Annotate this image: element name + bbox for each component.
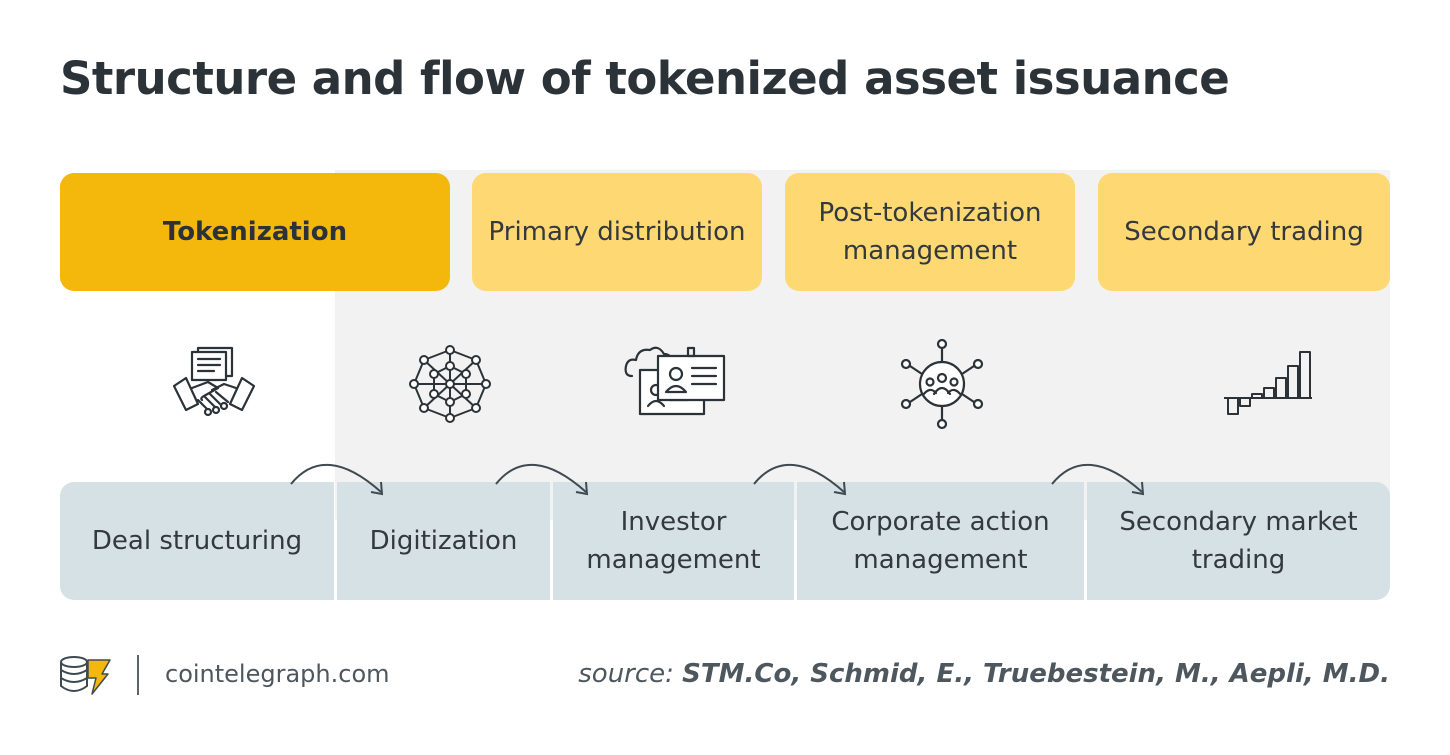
rising-bars-icon xyxy=(1220,338,1312,430)
step-deal-structuring: Deal structuring xyxy=(60,482,334,600)
phase-primary-distribution: Primary distribution xyxy=(472,173,762,291)
step-investor-management: Investor management xyxy=(553,482,794,600)
step-corporate-action-management: Corporate action management xyxy=(797,482,1084,600)
source-prefix: source: xyxy=(578,659,674,689)
step-secondary-market-trading: Secondary market trading xyxy=(1087,482,1390,600)
community-hub-icon xyxy=(896,338,988,430)
page-title: Structure and flow of tokenized asset is… xyxy=(60,52,1230,105)
cointelegraph-logo-icon xyxy=(60,656,111,695)
flow-arrow-icon xyxy=(753,463,847,496)
phase-tokenization: Tokenization xyxy=(60,173,450,291)
process-steps: Deal structuring Digitization Investor m… xyxy=(60,482,1390,600)
footer-site-name: cointelegraph.com xyxy=(165,660,390,688)
flow-arrow-icon xyxy=(290,463,384,496)
handshake-document-icon xyxy=(168,338,260,430)
id-cards-cloud-icon xyxy=(624,338,728,430)
footer-source: source: STM.Co, Schmid, E., Truebestein,… xyxy=(578,659,1390,689)
phase-post-tokenization-management: Post-tokenization management xyxy=(785,173,1075,291)
network-sphere-icon xyxy=(404,338,496,430)
footer-divider xyxy=(137,655,139,695)
flow-arrow-icon xyxy=(495,463,589,496)
source-authors: STM.Co, Schmid, E., Truebestein, M., Aep… xyxy=(682,659,1390,689)
step-digitization: Digitization xyxy=(337,482,550,600)
flow-arrow-icon xyxy=(1051,463,1145,496)
phase-secondary-trading: Secondary trading xyxy=(1098,173,1390,291)
